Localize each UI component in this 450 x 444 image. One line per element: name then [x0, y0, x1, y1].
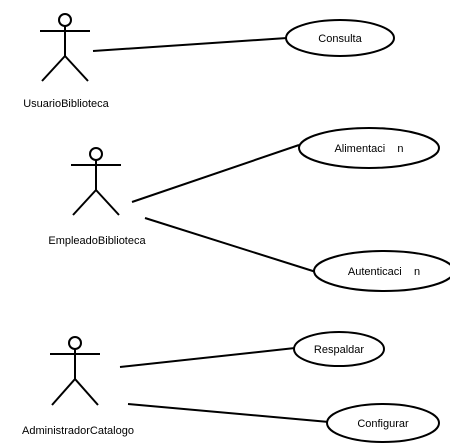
- use-case-oval: [313, 250, 450, 292]
- actor-label: EmpleadoBiblioteca: [48, 235, 146, 247]
- use-case-respaldar[interactable]: Respaldar: [293, 331, 385, 367]
- use-case-label: Alimentaci n: [334, 143, 403, 155]
- use-case-consulta[interactable]: Consulta: [285, 19, 395, 57]
- use-case-label: Configurar: [357, 418, 409, 430]
- use-case-autenticacion[interactable]: Autenticaci n: [313, 250, 450, 292]
- actor-empleado-biblioteca[interactable]: EmpleadoBiblioteca: [48, 147, 146, 247]
- actor-stick-figure-icon: [40, 13, 90, 82]
- actor-usuario-biblioteca[interactable]: UsuarioBiblioteca: [23, 13, 110, 110]
- use-case-label: Autenticaci n: [348, 266, 420, 278]
- use-case-label: Respaldar: [314, 344, 364, 356]
- actor-label: AdministradorCatalogo: [22, 425, 134, 437]
- association-administrador-respaldar[interactable]: [119, 347, 296, 368]
- use-case-oval: [298, 127, 440, 169]
- association-usuario-consulta[interactable]: [92, 37, 288, 52]
- use-case-oval: [285, 19, 395, 57]
- use-case-label: Consulta: [318, 33, 362, 45]
- use-case-oval: [326, 403, 440, 443]
- actor-stick-figure-icon: [71, 147, 121, 216]
- use-case-oval: [293, 331, 385, 367]
- use-case-alimentacion[interactable]: Alimentaci n: [298, 127, 440, 169]
- actor-administrador-catalogo[interactable]: AdministradorCatalogo: [22, 336, 134, 437]
- associations: [92, 37, 330, 423]
- association-empleado-autenticacion[interactable]: [144, 217, 317, 273]
- association-administrador-configurar[interactable]: [127, 403, 330, 423]
- association-empleado-alimentacion[interactable]: [131, 144, 300, 203]
- actor-label: UsuarioBiblioteca: [23, 98, 109, 110]
- use-case-configurar[interactable]: Configurar: [326, 403, 440, 443]
- actor-stick-figure-icon: [50, 336, 100, 406]
